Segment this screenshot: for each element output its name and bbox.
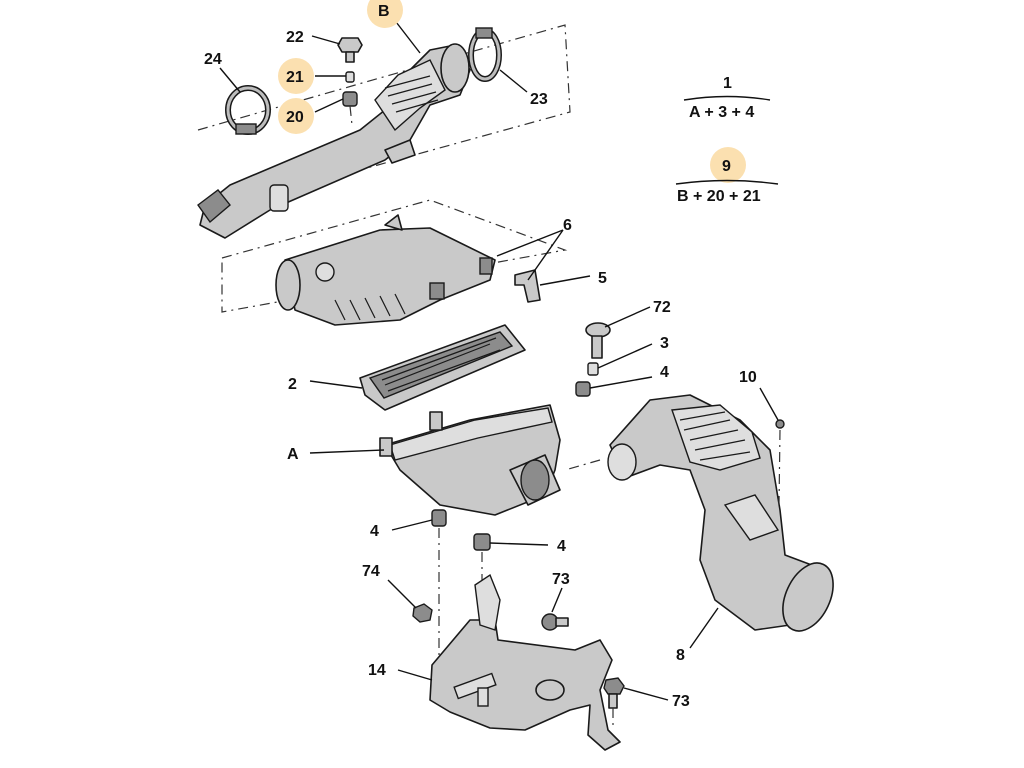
callout-21: 21 — [286, 69, 304, 86]
clip-5 — [514, 269, 541, 303]
kit-formula-9: 9 B + 20 + 21 — [675, 158, 779, 205]
callout-72: 72 — [653, 299, 671, 316]
intake-hose-b — [197, 43, 471, 239]
nut-74 — [412, 603, 433, 623]
callout-4-top: 4 — [660, 364, 669, 381]
grommet-4-top — [575, 381, 591, 397]
air-box-lower-a — [379, 404, 561, 516]
callout-24: 24 — [204, 51, 222, 68]
callout-b: B — [378, 3, 390, 20]
callout-14: 14 — [368, 662, 386, 679]
callout-8: 8 — [676, 647, 685, 664]
callout-4-left: 4 — [370, 523, 379, 540]
callout-73-lower: 73 — [672, 693, 690, 710]
filter-element-2 — [359, 324, 526, 411]
kit-contents-1: A + 3 + 4 — [689, 104, 754, 121]
callout-5: 5 — [598, 270, 607, 287]
formula-bar-1 — [683, 95, 771, 101]
kit-contents-9: B + 20 + 21 — [677, 188, 761, 205]
sleeve-3 — [587, 362, 599, 376]
grommet-20 — [342, 91, 358, 107]
highlight-20 — [278, 98, 314, 134]
bolt-73-lower — [603, 677, 625, 709]
dashed-frame-middle — [221, 199, 568, 313]
formula-bar-9 — [675, 179, 779, 185]
callout-2: 2 — [288, 376, 297, 393]
highlight-b — [367, 0, 403, 28]
grommet-4-center — [473, 533, 491, 551]
callout-a: A — [287, 446, 299, 463]
kit-number-1: 1 — [723, 75, 732, 92]
leader-lines — [219, 17, 779, 701]
bolt-73-upper — [541, 613, 569, 631]
callout-20: 20 — [286, 109, 304, 126]
grommet-4-left — [431, 509, 447, 527]
callout-74: 74 — [362, 563, 380, 580]
bolt-22 — [337, 37, 363, 63]
washer-21 — [345, 71, 355, 83]
inlet-duct-8 — [607, 394, 834, 632]
callout-22: 22 — [286, 29, 304, 46]
air-box-cover — [275, 214, 496, 326]
screw-10 — [775, 419, 785, 429]
callout-10: 10 — [739, 369, 757, 386]
axis-20 — [349, 105, 353, 126]
clamp-24 — [225, 85, 271, 135]
highlight-9 — [710, 147, 746, 183]
callout-23: 23 — [530, 91, 548, 108]
dashed-frame-upper — [197, 24, 571, 209]
callout-73-upper: 73 — [552, 571, 570, 588]
bolt-72 — [585, 322, 611, 359]
clamp-23 — [468, 27, 502, 82]
bracket-14 — [429, 573, 621, 751]
kit-number-9: 9 — [722, 158, 731, 175]
callout-3: 3 — [660, 335, 669, 352]
axis-a-hose — [564, 459, 601, 471]
callout-4-center: 4 — [557, 538, 566, 555]
highlight-21 — [278, 58, 314, 94]
kit-formula-1: 1 A + 3 + 4 — [683, 75, 771, 121]
callout-6: 6 — [563, 217, 572, 234]
axis-screw-10 — [778, 429, 781, 506]
